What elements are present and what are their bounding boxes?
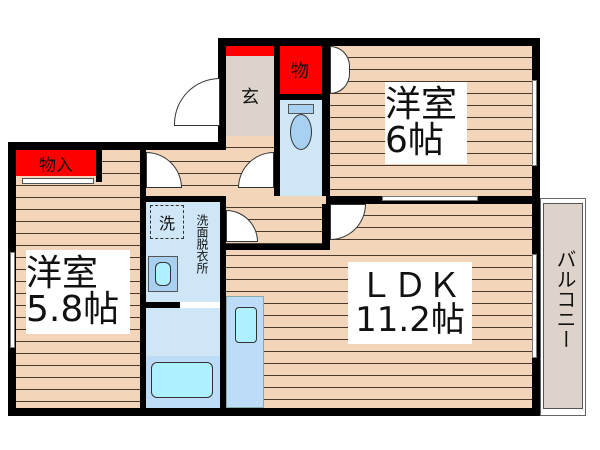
balcony: バルコニー <box>540 198 586 416</box>
balcony-label: バルコニー <box>553 249 577 349</box>
window-top-room[interactable] <box>382 196 478 201</box>
window-left[interactable] <box>10 252 15 348</box>
room-label-ldk: ＬＤＫ 11.2帖 <box>348 262 472 344</box>
room-label-58: 洋室 5.8帖 <box>26 250 130 334</box>
washer-space: 洗 <box>150 205 184 239</box>
storage-left: 物入 <box>16 150 96 176</box>
kitchen-counter <box>226 296 264 408</box>
window-balcony[interactable] <box>532 254 537 358</box>
bathtub <box>146 356 220 408</box>
window-right-top[interactable] <box>532 80 537 166</box>
washroom-label: 洗面脱衣所 <box>195 214 209 274</box>
storage-top: 物 <box>278 46 322 94</box>
bathroom <box>146 308 220 408</box>
entrance: 玄 <box>226 56 274 136</box>
sink <box>148 256 178 292</box>
washroom: 洗 洗面脱衣所 <box>146 202 220 302</box>
toilet <box>280 100 322 196</box>
room-ldk <box>226 244 532 408</box>
outer-wall <box>218 38 540 46</box>
shoe-storage <box>226 46 274 56</box>
washroom-door[interactable] <box>226 210 258 242</box>
room-label-6: 洋室 6帖 <box>385 82 467 164</box>
entrance-door[interactable] <box>174 78 220 126</box>
